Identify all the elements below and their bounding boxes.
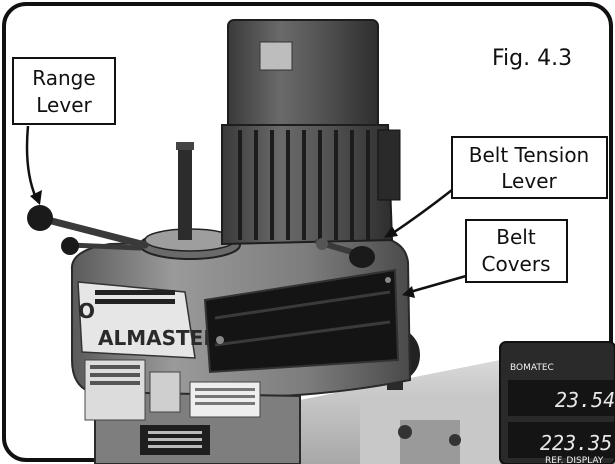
figure-title: Fig. 4.3	[492, 46, 572, 71]
dro-display: BOMATEC 23.54 223.35 REF. DISPLAY	[499, 341, 615, 464]
range-lever	[27, 205, 149, 255]
belt-cover	[203, 268, 400, 374]
callout-range-lever-line2: Lever	[36, 93, 92, 117]
spindle-top-plate	[139, 142, 241, 260]
callout-belt-covers-line2: Covers	[482, 252, 551, 276]
callout-belt-covers: Belt Covers	[402, 219, 568, 298]
dro-brand: BOMATEC	[510, 363, 554, 373]
brand-plate-text: ALMASTER	[98, 326, 219, 350]
callout-belt-covers-line1: Belt	[496, 225, 536, 249]
motor	[221, 19, 401, 246]
callout-range-lever-line1: Range	[32, 66, 95, 90]
callout-belt-tension-line2: Lever	[501, 169, 557, 193]
dro-reading-1: 23.54	[555, 388, 615, 412]
belt-tension-lever	[315, 238, 375, 268]
callout-belt-tension-line1: Belt Tension	[469, 143, 589, 167]
brand-plate-fragment: O	[78, 299, 95, 323]
dro-caption: REF. DISPLAY	[545, 456, 604, 464]
callout-belt-tension-lever: Belt Tension Lever	[384, 136, 608, 238]
dro-reading-2: 223.35	[540, 431, 612, 455]
callout-range-lever: Range Lever	[12, 57, 116, 205]
